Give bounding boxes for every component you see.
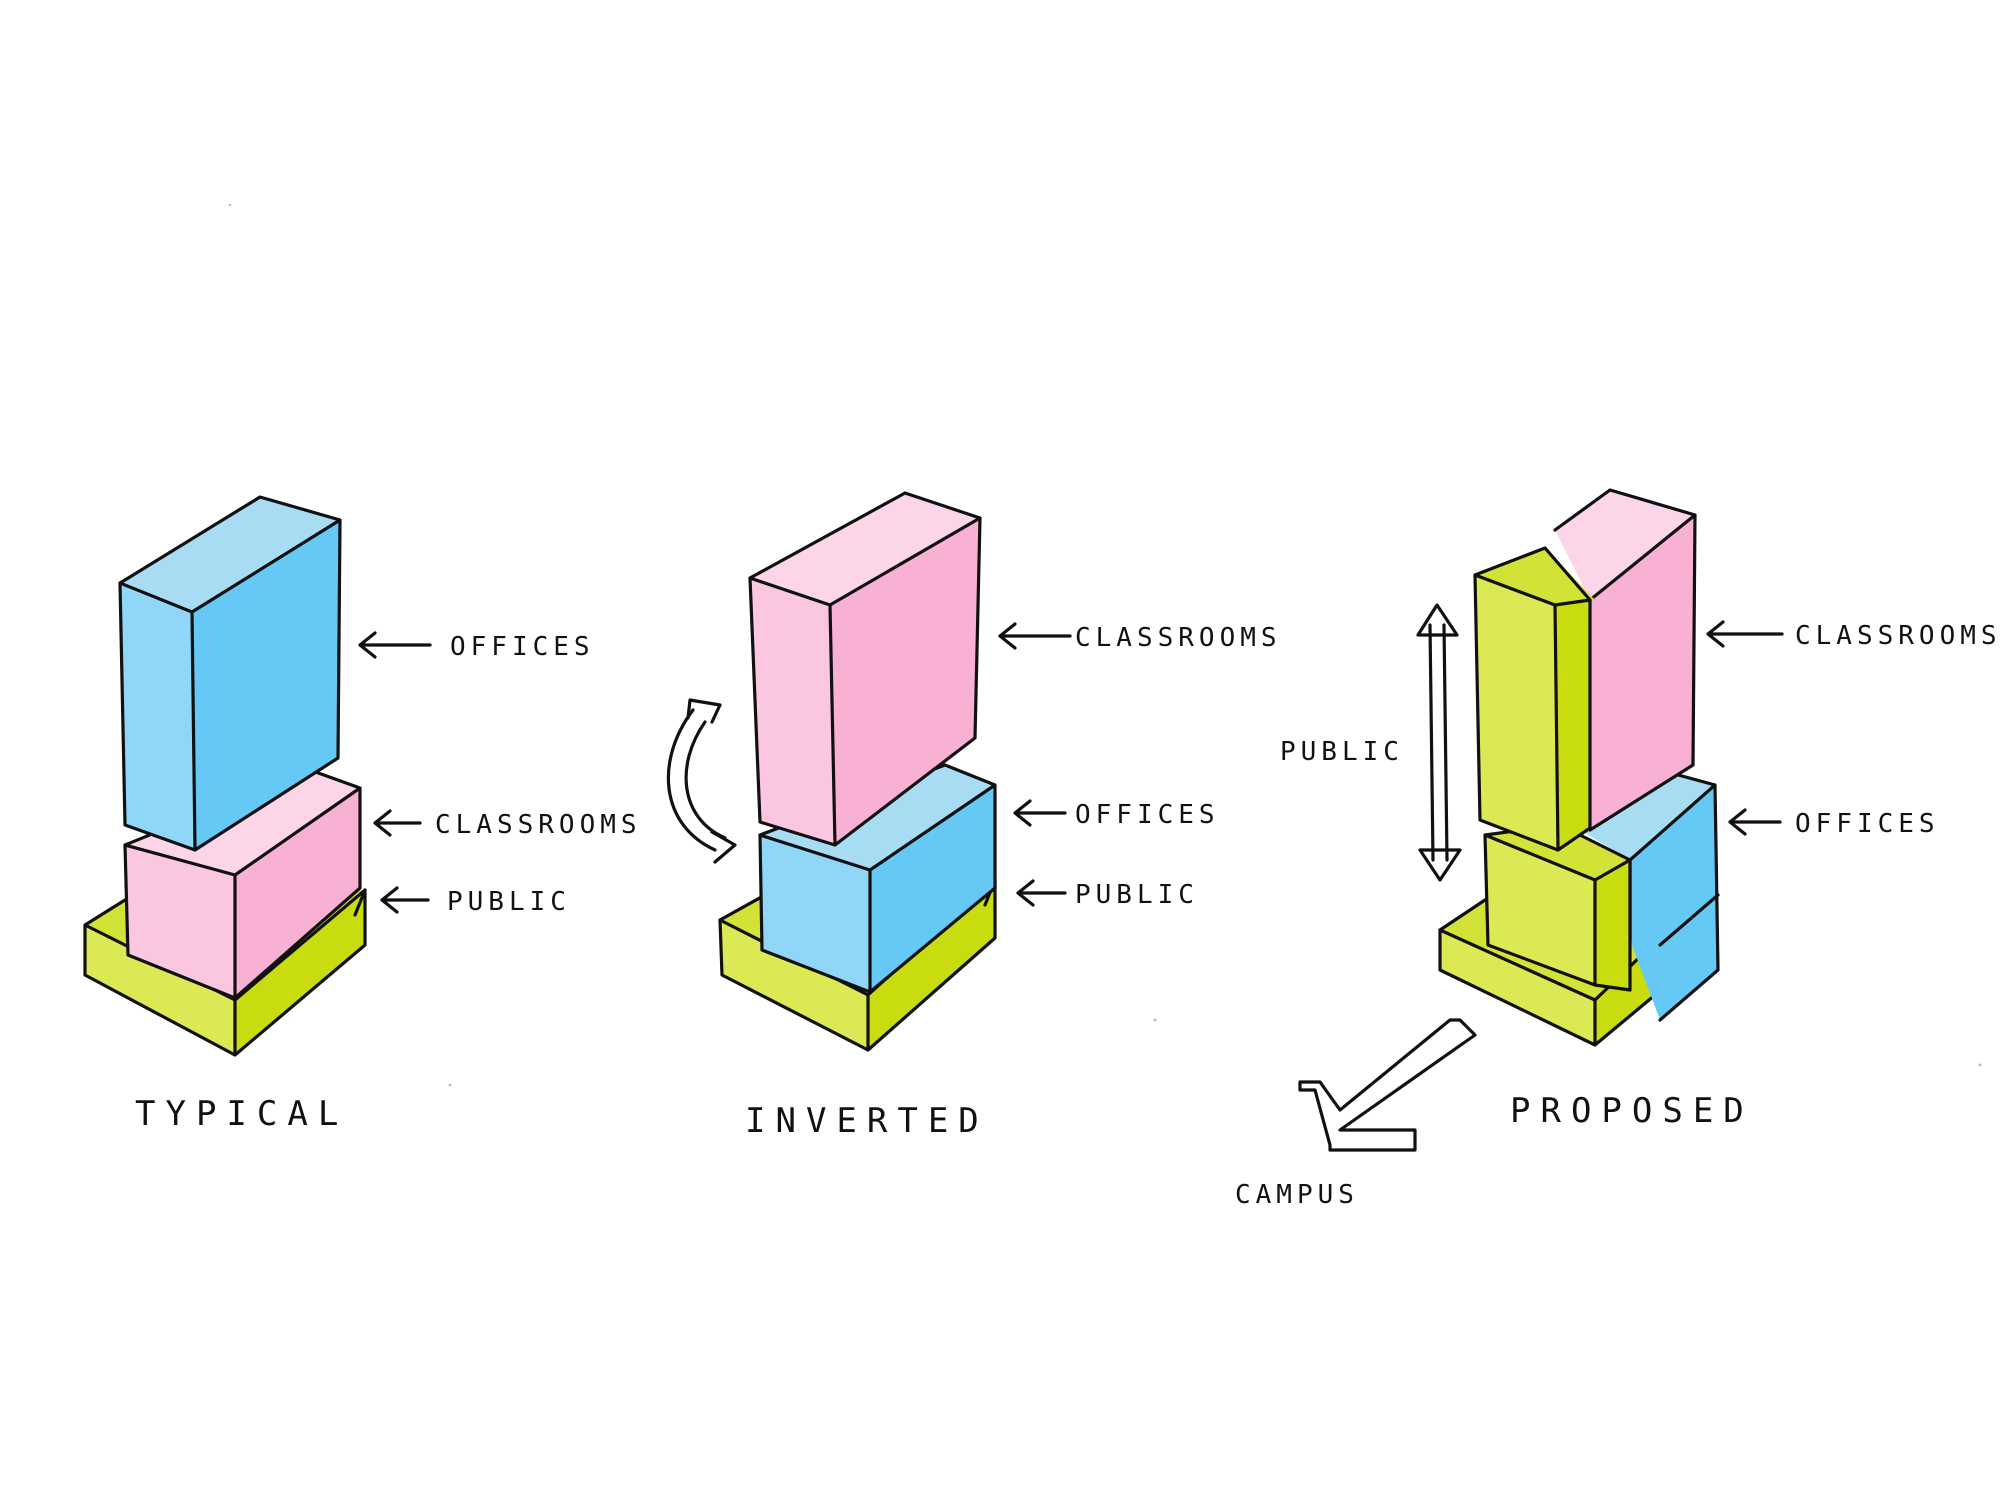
proposed-public-label: PUBLIC (1280, 737, 1404, 767)
inverted-swap-arrow (666, 708, 727, 852)
inverted-swap-arrow-head-bottom (710, 830, 737, 864)
inverted-title: INVERTED (745, 1101, 989, 1141)
typical-public-label: PUBLIC (447, 887, 571, 917)
inverted-offices-front (760, 835, 870, 992)
proposed-offices-top (1580, 770, 1715, 860)
typical-diagram: OFFICES CLASSROOMS PUBLIC TYPICAL (83, 495, 642, 1134)
proposed-classrooms-top (1555, 490, 1695, 600)
inverted-public-label: PUBLIC (1075, 880, 1199, 910)
typical-classrooms-arrow (373, 809, 422, 837)
typical-classrooms-label: CLASSROOMS (435, 810, 642, 840)
proposed-classrooms-label: CLASSROOMS (1795, 621, 2000, 651)
proposed-offices-arrow (1728, 808, 1782, 836)
inverted-classrooms-arrow (998, 622, 1072, 650)
inverted-offices-label: OFFICES (1075, 800, 1220, 830)
proposed-lower-side (1595, 860, 1630, 990)
inverted-offices-box (758, 763, 997, 994)
proposed-tall-side (1555, 600, 1590, 850)
proposed-title: PROPOSED (1510, 1091, 1754, 1131)
proposed-diagram: CLASSROOMS OFFICES PUBLIC CAMPUS PROPOSE… (1235, 488, 2000, 1210)
inverted-classrooms-box (748, 491, 982, 847)
proposed-tall-front (1475, 575, 1558, 850)
campus-label: CAMPUS (1235, 1180, 1359, 1210)
typical-offices-side (192, 520, 340, 850)
inverted-classrooms-top (750, 493, 980, 605)
proposed-classrooms-side (1590, 515, 1695, 830)
proposed-lower-top (1485, 825, 1630, 880)
inverted-offices-top (760, 765, 995, 870)
inverted-base-front (720, 920, 868, 1050)
proposed-base-front (1440, 930, 1595, 1045)
proposed-offices-label: OFFICES (1795, 809, 1940, 839)
inverted-public-arrow (1016, 879, 1067, 907)
typical-base-side (235, 890, 365, 1055)
inverted-swap-arrow-head-top (686, 698, 722, 724)
typical-offices-arrow (358, 631, 432, 659)
typical-public-arrow (380, 886, 430, 914)
inverted-offices-arrow (1013, 799, 1067, 827)
proposed-public-lower-block (1483, 823, 1632, 992)
inverted-base-side (868, 880, 995, 1050)
proposed-vertical-double-arrow (1416, 603, 1462, 882)
proposed-lower-front (1485, 835, 1595, 985)
typical-classrooms-box (123, 768, 362, 1000)
inverted-classrooms-label: CLASSROOMS (1075, 623, 1282, 653)
inverted-classrooms-front (750, 578, 835, 845)
inverted-classrooms-side (830, 518, 980, 845)
typical-classrooms-front (125, 845, 235, 998)
proposed-classrooms-arrow (1706, 620, 1784, 648)
typical-classrooms-top (125, 770, 360, 875)
typical-offices-top (120, 497, 340, 612)
inverted-offices-side (870, 785, 995, 992)
campus-arrow (1298, 1018, 1477, 1152)
proposed-classrooms-box (1553, 488, 1697, 832)
proposed-offices-side (1630, 785, 1718, 1020)
typical-offices-box (118, 495, 342, 852)
typical-offices-label: OFFICES (450, 632, 595, 662)
inverted-diagram: CLASSROOMS OFFICES PUBLIC INVERTED (666, 491, 1282, 1141)
paper-specks (228, 203, 1982, 1087)
typical-base-front (85, 925, 235, 1055)
proposed-public-tall-block (1473, 546, 1595, 852)
proposed-tall-top (1475, 548, 1595, 605)
typical-classrooms-side (235, 788, 360, 998)
typical-offices-front (120, 583, 195, 850)
typical-title: TYPICAL (135, 1094, 348, 1134)
